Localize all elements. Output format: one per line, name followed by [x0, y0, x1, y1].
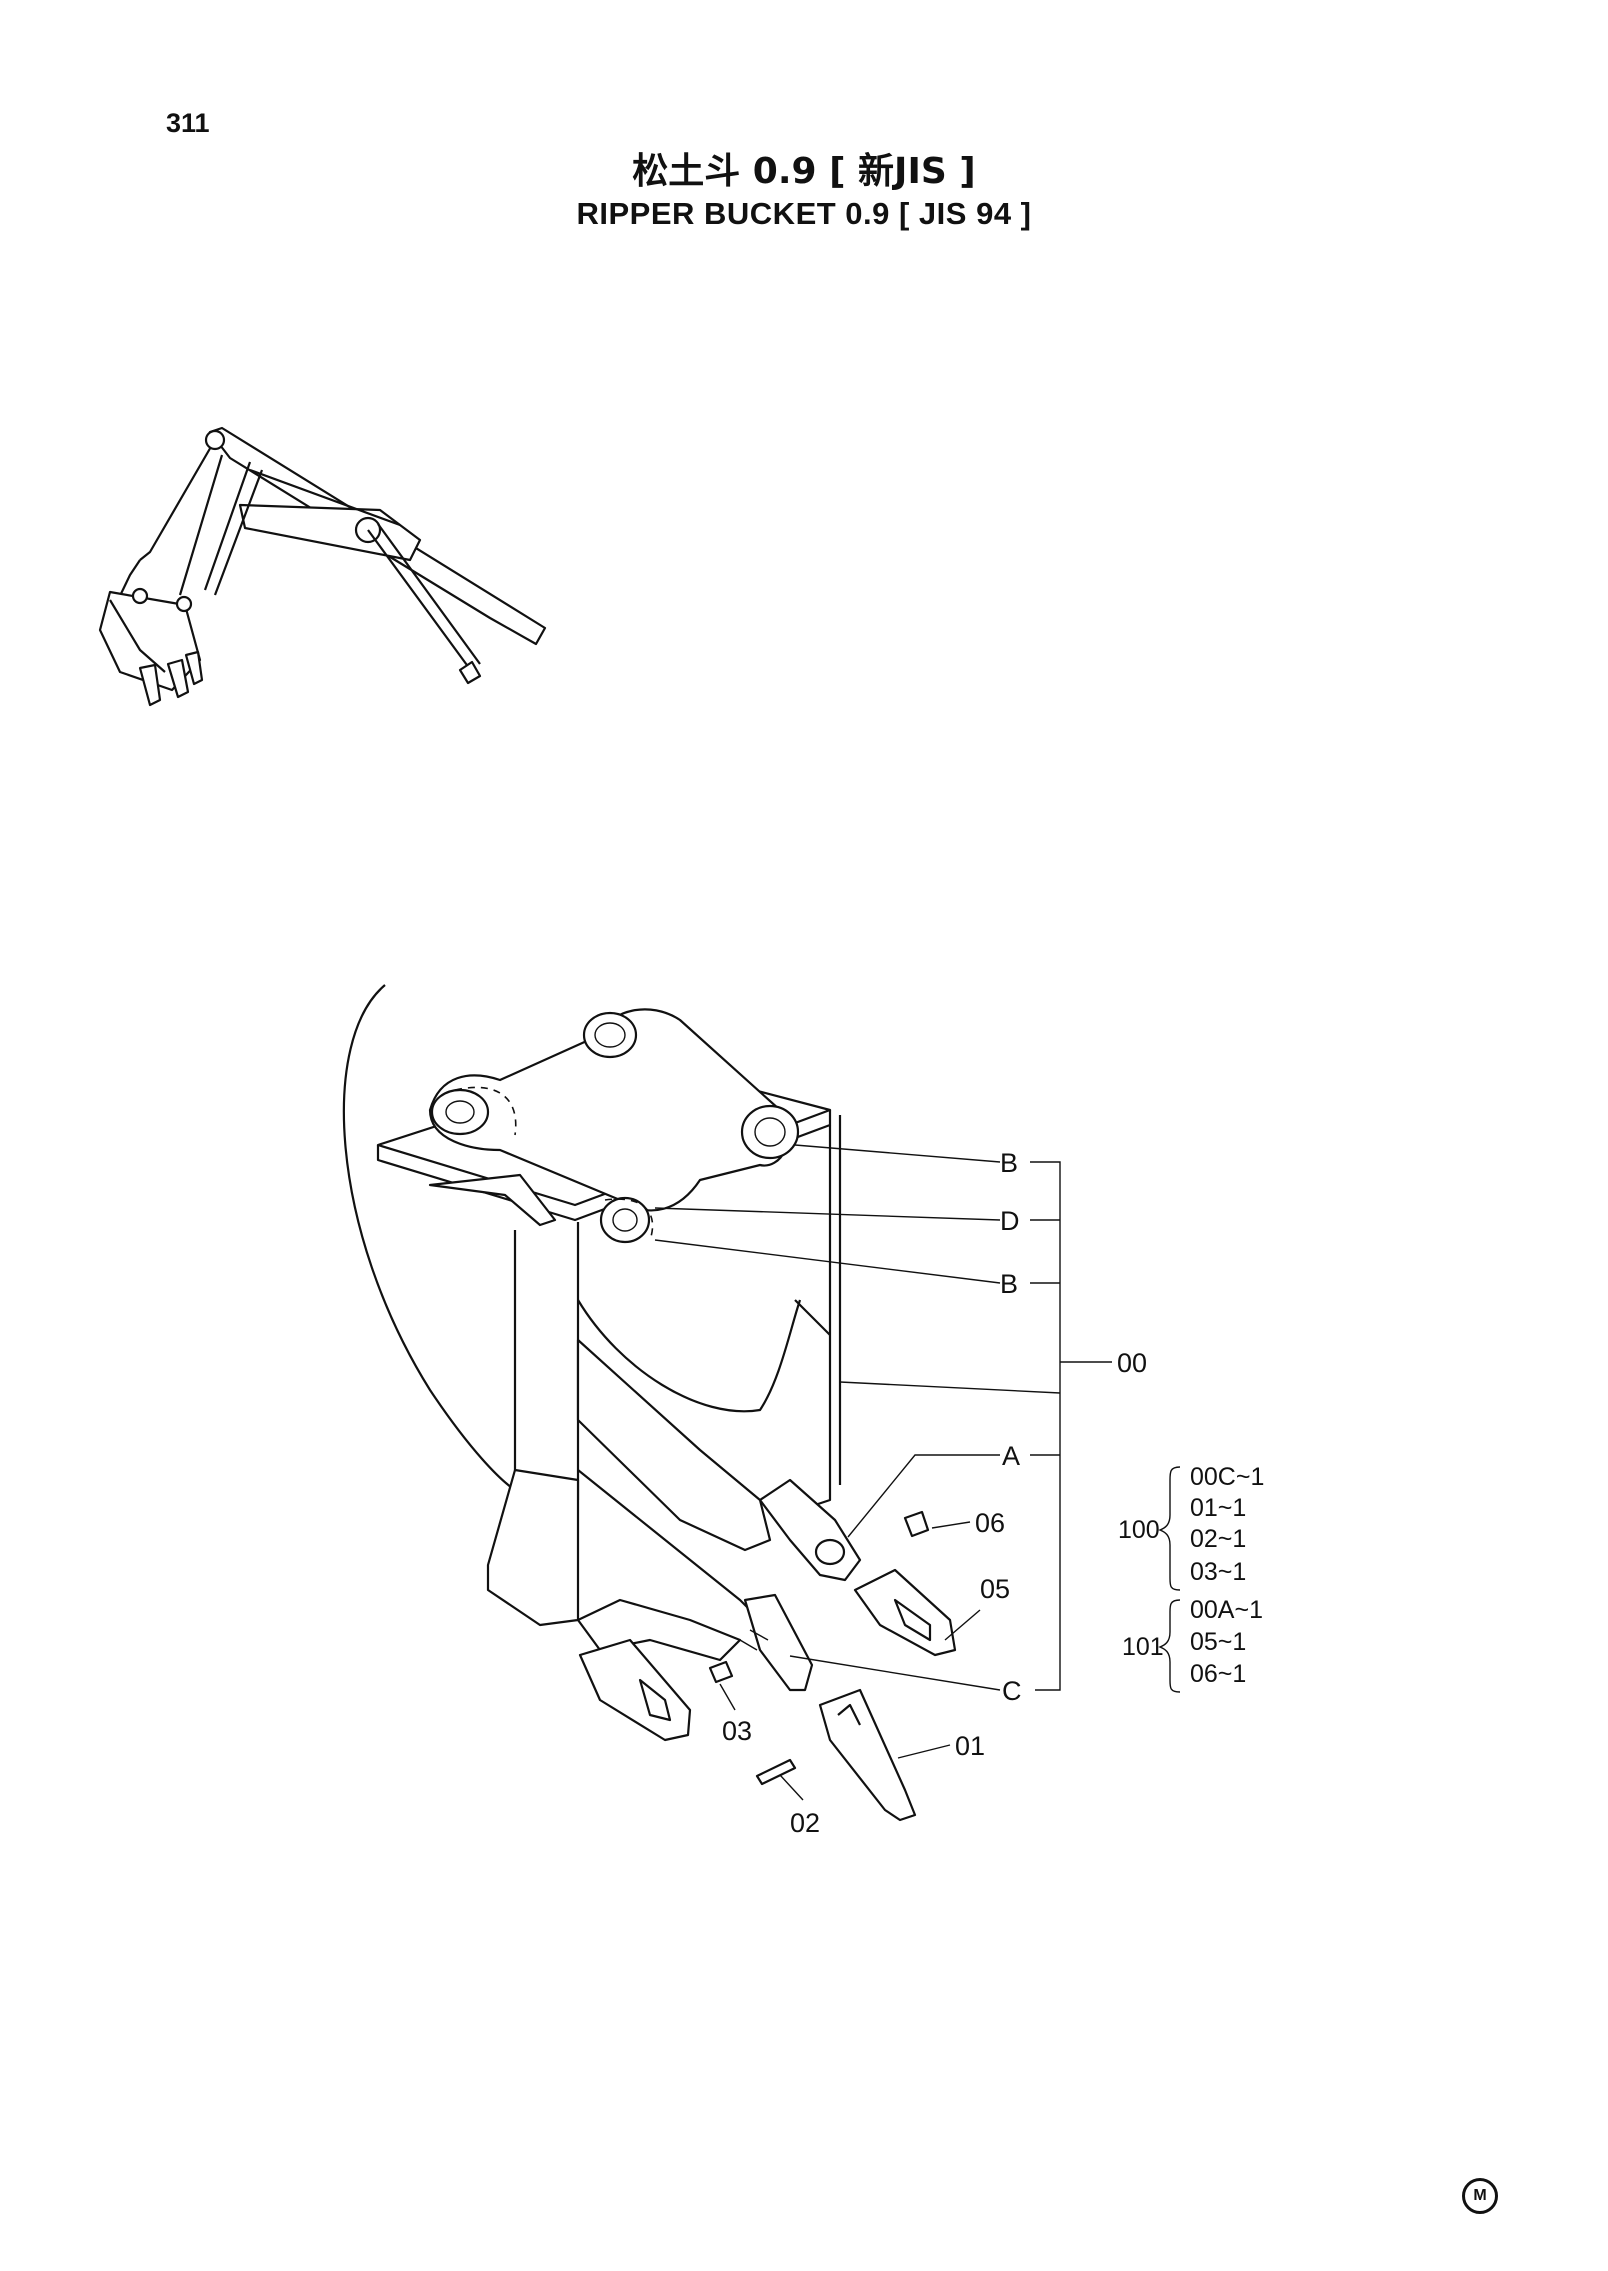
callout-b-upper: B [1000, 1148, 1018, 1178]
group-101-id: 101 [1122, 1633, 1164, 1661]
excavator-thumbnail [98, 426, 547, 707]
group-101-item: 05~1 [1190, 1628, 1246, 1656]
page-number: 311 [166, 108, 210, 138]
title-chinese: 松土斗 0.9 [ 新JIS ] [632, 151, 976, 192]
callout-c: C [1002, 1676, 1022, 1706]
group-100-item: 02~1 [1190, 1525, 1246, 1553]
title-english: RIPPER BUCKET 0.9 [ JIS 94 ] [576, 196, 1032, 231]
callout-b-lower: B [1000, 1269, 1018, 1299]
leader-lines [654, 1144, 1181, 1801]
callout-05: 05 [980, 1574, 1010, 1604]
group-101-item: 06~1 [1190, 1660, 1246, 1688]
callout-d: D [1000, 1206, 1020, 1236]
callout-03: 03 [722, 1716, 752, 1746]
ripper-bucket-drawing [342, 984, 957, 1822]
callout-00: 00 [1117, 1348, 1147, 1378]
callout-01: 01 [955, 1731, 985, 1761]
callout-06: 06 [975, 1508, 1005, 1538]
group-100-item: 03~1 [1190, 1558, 1246, 1586]
circled-m-mark: M [1462, 2178, 1498, 2214]
callout-02: 02 [790, 1808, 820, 1838]
group-100-item: 01~1 [1190, 1494, 1246, 1522]
group-100-item: 00C~1 [1190, 1463, 1264, 1491]
group-100-id: 100 [1118, 1516, 1160, 1544]
group-101-item: 00A~1 [1190, 1596, 1263, 1624]
callout-a: A [1002, 1441, 1020, 1471]
